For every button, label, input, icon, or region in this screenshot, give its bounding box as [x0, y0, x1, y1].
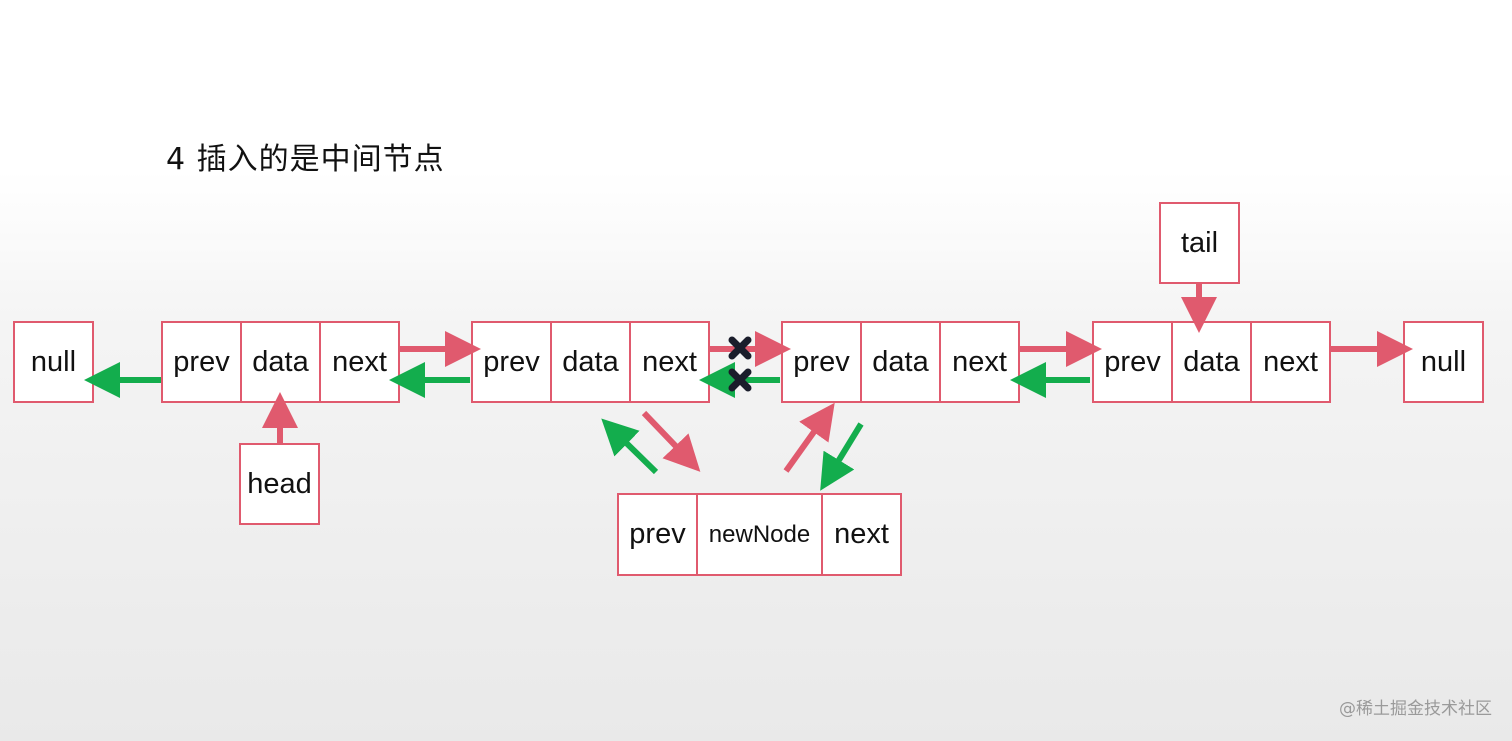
node-3-data: data — [860, 321, 941, 403]
node-2-data: data — [550, 321, 631, 403]
cross-icon-next-link — [728, 336, 752, 360]
new-node-prev: prev — [617, 493, 698, 576]
watermark: @稀土掘金技术社区 — [1339, 699, 1492, 719]
new-node-data: newNode — [696, 493, 823, 576]
new-node-next: next — [821, 493, 902, 576]
node-4-next: next — [1250, 321, 1331, 403]
node-1-next: next — [319, 321, 400, 403]
new-next-arrow-to-node-3 — [783, 402, 835, 473]
new-prev-arrow-from-node-3 — [820, 422, 864, 491]
new-prev-arrow-to-node-2 — [601, 418, 659, 475]
new-next-arrow-from-node-2 — [641, 410, 701, 472]
slide-title: 4 插入的是中间节点 — [166, 142, 445, 177]
node-4-prev: prev — [1092, 321, 1173, 403]
head-pointer-box: head — [239, 443, 320, 525]
null-left-box: null — [13, 321, 94, 403]
node-3-prev: prev — [781, 321, 862, 403]
null-right-box: null — [1403, 321, 1484, 403]
cross-icon-prev-link — [728, 368, 752, 392]
tail-pointer-box: tail — [1159, 202, 1240, 284]
node-4-data: data — [1171, 321, 1252, 403]
